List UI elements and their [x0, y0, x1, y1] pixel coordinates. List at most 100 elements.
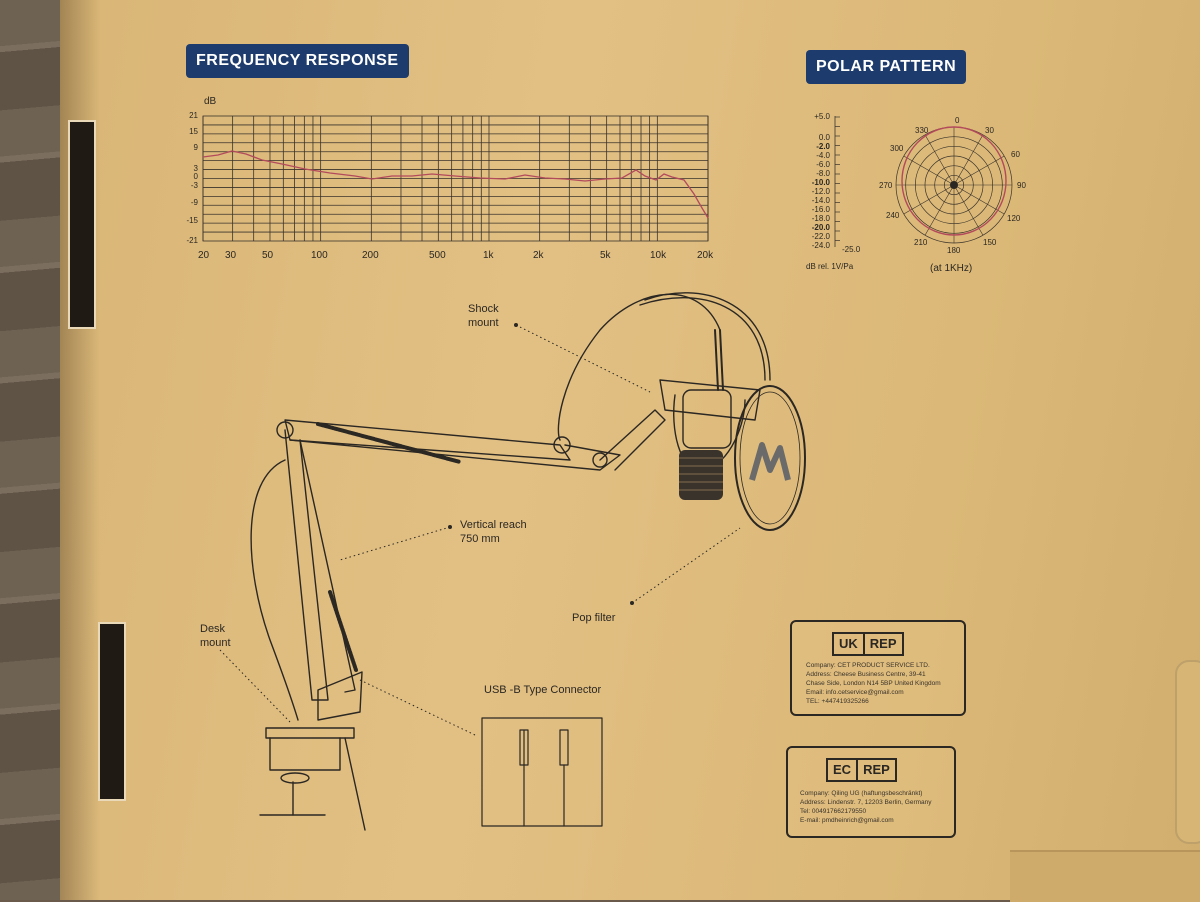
desk-mount-label: Desk mount [200, 623, 231, 649]
uk-rep-panel: UK REP Company: CET PRODUCT SERVICE LTD.… [790, 620, 966, 716]
freq-y-tick: 15 [189, 127, 198, 136]
box-handle-slot-bottom [98, 622, 126, 801]
polar-angle: 0 [955, 116, 960, 125]
ec-rep-line: Tel: 004917662179550 [800, 808, 867, 815]
polar-angle: 240 [886, 211, 900, 220]
freq-x-tick: 20k [697, 250, 714, 261]
freq-response-curve [202, 150, 709, 219]
freq-x-tick: 20 [198, 250, 210, 261]
uk-rep-line: TEL: +447419325266 [806, 698, 869, 705]
polar-center-dot [950, 181, 958, 189]
polar-db-tick: -18.0 [811, 214, 830, 223]
box-panel [60, 0, 1200, 900]
ec-rep-tag-region: EC [833, 762, 852, 777]
polar-pattern-title: POLAR PATTERN [806, 50, 967, 84]
shock-mount-label: Shock mount [468, 303, 499, 329]
polar-db-tick: -2.0 [816, 142, 830, 151]
frequency-response-title: FREQUENCY RESPONSE [186, 44, 409, 78]
polar-angle: 60 [1011, 150, 1020, 159]
uk-rep-tag: UK REP [832, 632, 904, 656]
freq-y-tick: -9 [190, 198, 198, 207]
usb-cable [250, 459, 299, 721]
ec-rep-line: Company: Qiling UG (haftungsbeschränkt) [800, 790, 923, 797]
freq-x-tick: 1k [483, 250, 494, 261]
ec-rep-tag: EC REP [826, 758, 897, 782]
polar-angle: 210 [914, 238, 928, 247]
freq-x-tick: 200 [362, 250, 379, 261]
freq-x-tick: 50 [262, 250, 274, 261]
polar-spoke [924, 184, 955, 236]
polar-db-tick: -16.0 [811, 205, 830, 214]
polar-spoke [953, 134, 984, 186]
freq-y-tick: 0 [193, 172, 198, 181]
boom-lower-arm [284, 429, 329, 701]
polar-spoke [903, 155, 955, 186]
usb-connector-label: USB -B Type Connector [484, 684, 602, 696]
polar-db-tick: +5.0 [814, 112, 830, 121]
polar-spoke [903, 184, 955, 215]
box-flap-bottom [1010, 850, 1200, 902]
polar-ref-label: dB rel. 1V/Pa [806, 262, 854, 271]
uk-rep-line: Company: CET PRODUCT SERVICE LTD. [806, 662, 930, 669]
pop-filter [734, 385, 806, 531]
microphone-body [682, 389, 732, 449]
freq-y-tick: 9 [193, 143, 198, 152]
microphone-grille [679, 450, 723, 500]
freq-x-tick: 100 [311, 250, 328, 261]
polar-angle: 270 [879, 181, 893, 190]
polar-db-tick: -24.0 [811, 241, 830, 250]
uk-rep-tag-country: UK [839, 636, 858, 651]
polar-db-tick: -22.0 [811, 232, 830, 241]
polar-angle: 90 [1017, 181, 1026, 190]
polar-spoke [924, 134, 955, 186]
freq-x-tick: 2k [533, 250, 544, 261]
polar-db-tick: 0.0 [818, 133, 830, 142]
polar-spoke [953, 184, 1005, 215]
ec-rep-tag-rep: REP [856, 760, 895, 780]
polar-cardioid-curve [901, 126, 1007, 236]
polar-db-tick: -6.0 [816, 160, 830, 169]
box-handle-slot-top [68, 120, 96, 329]
pop-filter-label: Pop filter [572, 612, 616, 624]
polar-angle: 330 [915, 126, 929, 135]
maono-logo-mark [749, 442, 791, 481]
uk-rep-tag-rep: REP [862, 634, 902, 654]
uk-rep-line: Email: info.cetservice@gmail.com [806, 689, 904, 696]
freq-y-tick: 3 [193, 164, 198, 173]
freq-x-tick: 30 [225, 250, 237, 261]
ec-rep-line: E-mail: pmdheinrich@gmail.com [800, 817, 894, 824]
polar-angle: 30 [985, 126, 994, 135]
ec-rep-line: Address: Lindenstr. 7, 12203 Berlin, Ger… [800, 799, 932, 806]
polar-spoke [953, 155, 1005, 186]
polar-caption: (at 1KHz) [930, 263, 973, 274]
polar-db-min-label: -25.0 [842, 245, 861, 254]
freq-unit-label: dB [204, 96, 217, 107]
polar-angle: 180 [947, 246, 961, 255]
vertical-reach-label: Vertical reach 750 mm [460, 519, 527, 545]
freq-y-tick: -15 [186, 216, 198, 225]
polar-db-tick: -14.0 [811, 196, 830, 205]
polar-spoke [953, 184, 984, 236]
uk-rep-line: Address: Cheese Business Centre, 39-41 [806, 671, 926, 678]
lower-arm-spring [328, 590, 358, 672]
usb-connector-box [481, 717, 603, 827]
pop-filter-gooseneck [644, 292, 771, 381]
polar-db-tick: -8.0 [816, 169, 830, 178]
polar-angle: 120 [1007, 214, 1021, 223]
polar-db-tick: -4.0 [816, 151, 830, 160]
desk-clamp [265, 727, 355, 739]
polar-db-tick: -20.0 [811, 223, 830, 232]
polar-angle: 150 [983, 238, 997, 247]
box-flap-right [1175, 660, 1200, 844]
freq-y-tick: -21 [186, 236, 198, 245]
polar-db-tick: -10.0 [811, 178, 830, 187]
polar-angle: 300 [890, 144, 904, 153]
shock-mount [659, 379, 761, 421]
freq-x-tick: 10k [650, 250, 667, 261]
freq-y-tick: 21 [189, 111, 198, 120]
boom-upper-arm [284, 419, 571, 461]
upper-arm-spring [316, 422, 462, 464]
